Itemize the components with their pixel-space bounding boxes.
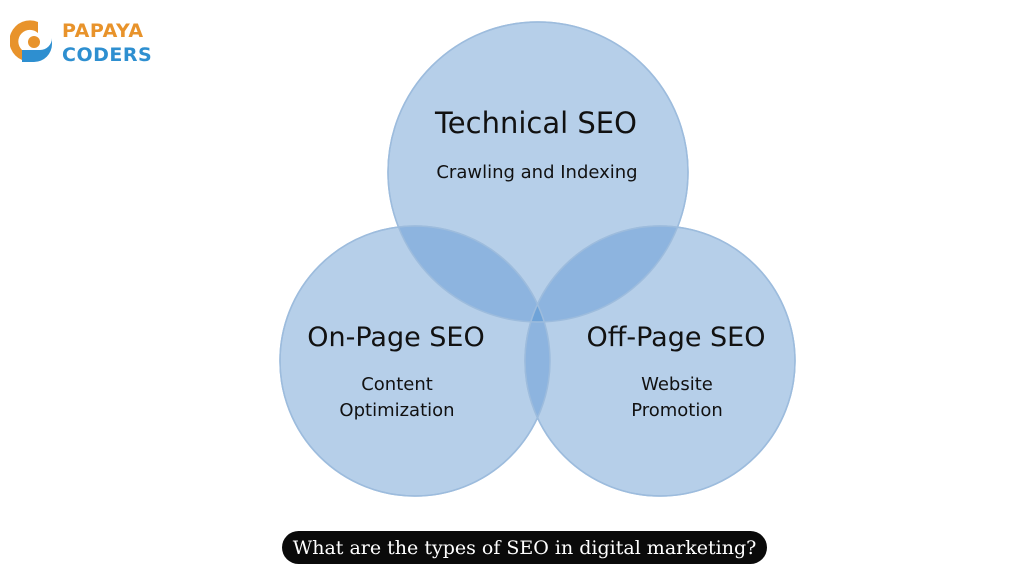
caption-banner: What are the types of SEO in digital mar… <box>282 531 767 564</box>
off-page-seo-subtitle-line2: Promotion <box>631 400 723 421</box>
off-page-seo-subtitle-line1: Website <box>641 374 713 395</box>
overlap-technical-offpage <box>525 226 688 322</box>
on-page-seo-title: On-Page SEO <box>307 322 485 353</box>
technical-seo-subtitle: Crawling and Indexing <box>436 162 637 183</box>
on-page-seo-subtitle-line1: Content <box>361 374 433 395</box>
technical-seo-title: Technical SEO <box>434 106 637 140</box>
overlap-technical-onpage <box>388 226 550 322</box>
off-page-seo-title: Off-Page SEO <box>587 322 766 353</box>
logo-text-coders: CODERS <box>62 44 153 66</box>
logo-text-papaya: PAPAYA <box>62 20 144 42</box>
brand-logo: PAPAYA CODERS <box>10 16 152 70</box>
on-page-seo-subtitle-line2: Optimization <box>339 400 454 421</box>
papaya-logo-icon <box>10 20 52 62</box>
